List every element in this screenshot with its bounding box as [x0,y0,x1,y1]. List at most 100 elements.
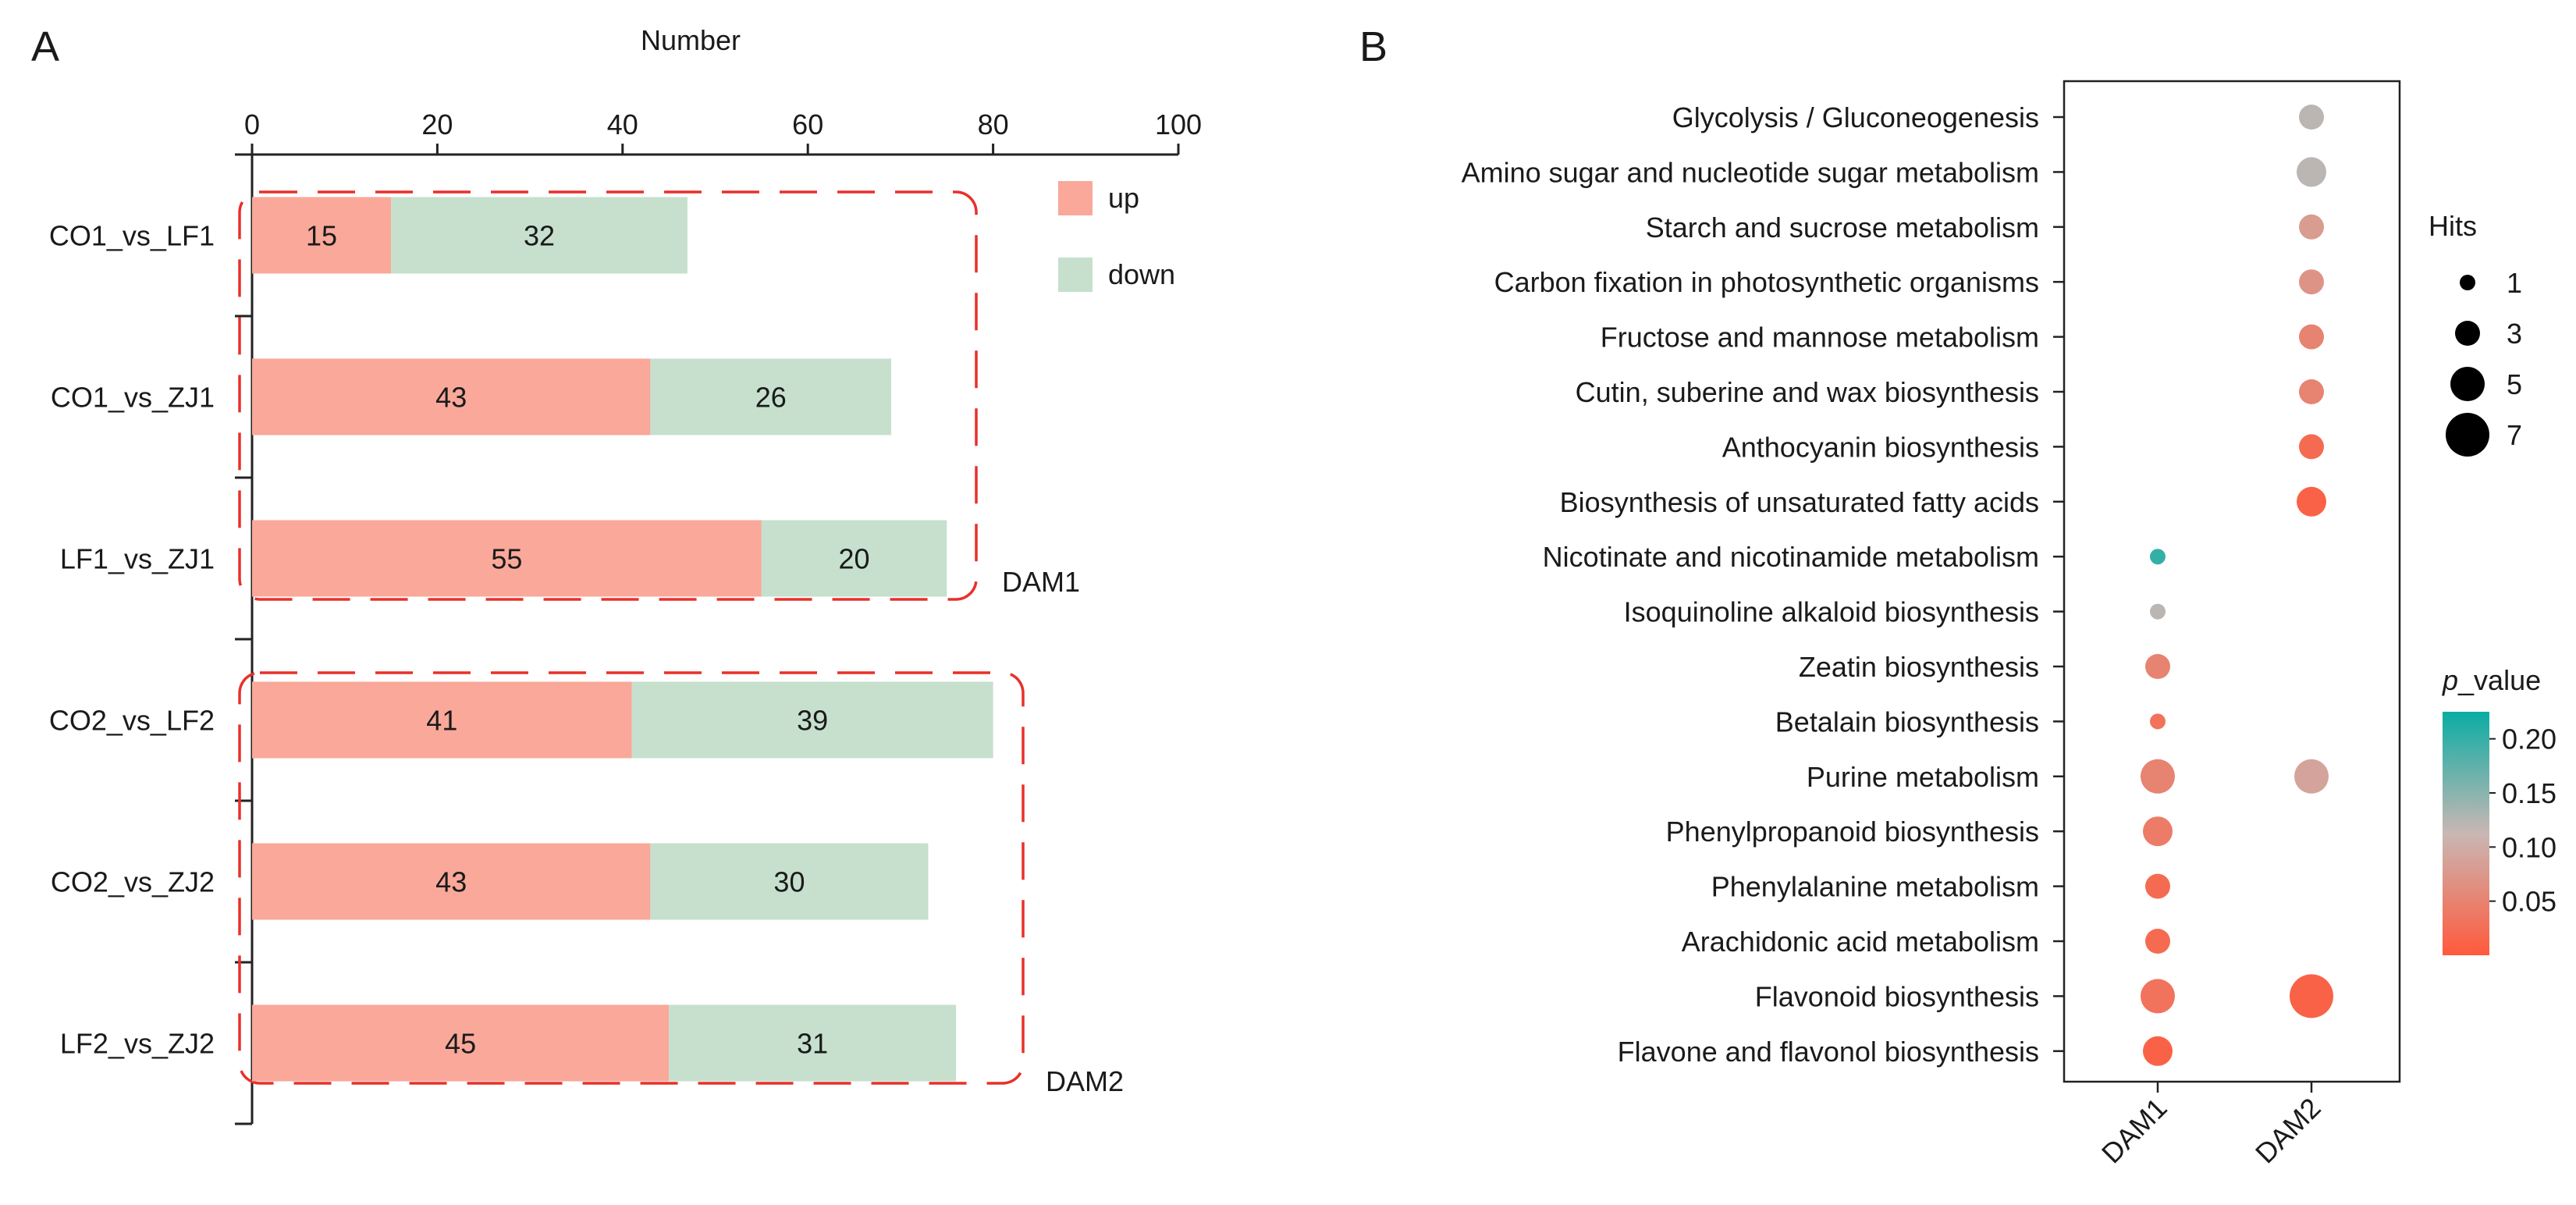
size-legend-label: 7 [2507,419,2522,451]
panel-b-color-legend: p_value 0.20 0.15 0.10 0.05 [2442,664,2556,955]
pathway-label: Flavonoid biosynthesis [1755,980,2039,1012]
size-legend-label: 1 [2507,267,2522,299]
bar-up [252,520,762,597]
panel-a-label: A [31,23,59,70]
bar-up [252,358,651,435]
y-category-label: CO2_vs_ZJ2 [51,866,215,898]
bar-up [252,681,632,759]
bar-up [252,197,392,274]
group-box-dam2 [238,671,1025,1085]
pathway-label: Phenylalanine metabolism [1711,871,2039,903]
x-tick-label: 0 [244,108,260,140]
color-legend-tick-label: 0.20 [2502,723,2556,755]
group-label-dam1: DAM1 [1002,566,1080,598]
color-legend-tick-label: 0.15 [2502,777,2556,809]
bar-up-value-label: 43 [435,382,467,414]
pathway-label: Fructose and mannose metabolism [1601,322,2039,354]
size-legend-marker [2450,367,2485,401]
legend-swatch-up [1058,181,1093,215]
x-tick-label: 100 [1155,108,1202,140]
bar-down [650,843,929,920]
point-dam1 [2143,1036,2173,1066]
pathway-label: Phenylpropanoid biosynthesis [1666,816,2039,848]
bar-up [252,843,651,920]
group-box-dam1 [238,190,978,601]
panel-b-label: B [1359,23,1387,70]
bar-down [650,358,892,435]
pathway-label: Anthocyanin biosynthesis [1722,431,2039,463]
y-category-label: CO2_vs_LF2 [49,705,215,737]
color-legend-tick-label: 0.10 [2502,831,2556,863]
size-legend-marker [2455,321,2480,346]
size-legend-label: 3 [2507,318,2522,350]
pathway-label: Flavone and flavonol biosynthesis [1618,1036,2039,1068]
panel-b-x-axis: DAM1 DAM2 [2095,1082,2327,1169]
x-tick-label: 20 [421,108,453,140]
bar-down-value-label: 26 [755,382,787,414]
point-dam2 [2299,269,2324,295]
point-dam1 [2141,759,2175,794]
panel-a-x-axis-title: Number [641,24,741,56]
bar-up-value-label: 45 [445,1028,476,1060]
y-category-label: CO1_vs_ZJ1 [51,382,215,414]
pathway-label: Carbon fixation in photosynthetic organi… [1494,266,2039,298]
point-dam1 [2150,713,2166,730]
bar-down-value-label: 39 [797,705,828,737]
bar-down [761,520,947,597]
color-legend-bar [2443,712,2489,955]
x-category-label: DAM1 [2095,1092,2173,1170]
y-category-label: LF1_vs_ZJ1 [60,543,215,575]
point-dam1 [2145,873,2170,899]
point-dam1 [2143,816,2173,847]
bar-down-value-label: 20 [839,543,870,575]
point-dam2 [2297,157,2326,187]
pathway-label: Biosynthesis of unsaturated fatty acids [1560,486,2039,518]
bar-down-value-label: 32 [524,220,555,252]
bar-up-value-label: 41 [426,705,457,737]
bar-down-value-label: 30 [773,866,805,898]
bar-up [252,1004,670,1082]
x-category-label: DAM2 [2249,1092,2327,1170]
y-category-label: CO1_vs_LF1 [49,220,215,252]
pathway-label: Purine metabolism [1807,761,2039,793]
pathway-label: Amino sugar and nucleotide sugar metabol… [1462,156,2039,188]
point-dam2 [2299,214,2324,240]
bar-up-value-label: 43 [435,866,467,898]
size-legend-marker [2460,275,2475,290]
point-dam1 [2150,603,2166,620]
point-dam2 [2299,105,2324,130]
point-dam1 [2150,549,2166,565]
pathway-label: Isoquinoline alkaloid biosynthesis [1624,596,2039,628]
bar-up-value-label: 15 [306,220,337,252]
point-dam1 [2145,654,2170,679]
bar-up-value-label: 55 [491,543,522,575]
bar-down [631,681,993,759]
panel-b-points [2141,105,2333,1066]
panel-a-y-axis: CO1_vs_LF1CO1_vs_ZJ1LF1_vs_ZJ1CO2_vs_LF2… [49,153,254,1125]
pathway-label: Starch and sucrose metabolism [1646,211,2039,243]
size-legend-label: 5 [2507,368,2522,400]
size-legend-title: Hits [2429,210,2477,242]
point-dam2 [2299,324,2324,350]
pathway-label: Zeatin biosynthesis [1799,651,2039,683]
point-dam2 [2294,759,2329,794]
point-dam2 [2299,434,2324,460]
legend-swatch-down [1058,258,1093,292]
x-tick-label: 60 [792,108,823,140]
point-dam1 [2141,979,2175,1014]
point-dam1 [2145,929,2170,954]
bar-down [669,1004,957,1082]
color-legend-title: p_value [2442,664,2541,696]
color-legend-tick-label: 0.05 [2502,886,2556,918]
panel-b-plot-frame [2063,80,2401,1083]
panel-b-size-legend: Hits 1 3 5 7 [2429,210,2522,457]
pathway-label: Nicotinate and nicotinamide metabolism [1543,541,2039,573]
